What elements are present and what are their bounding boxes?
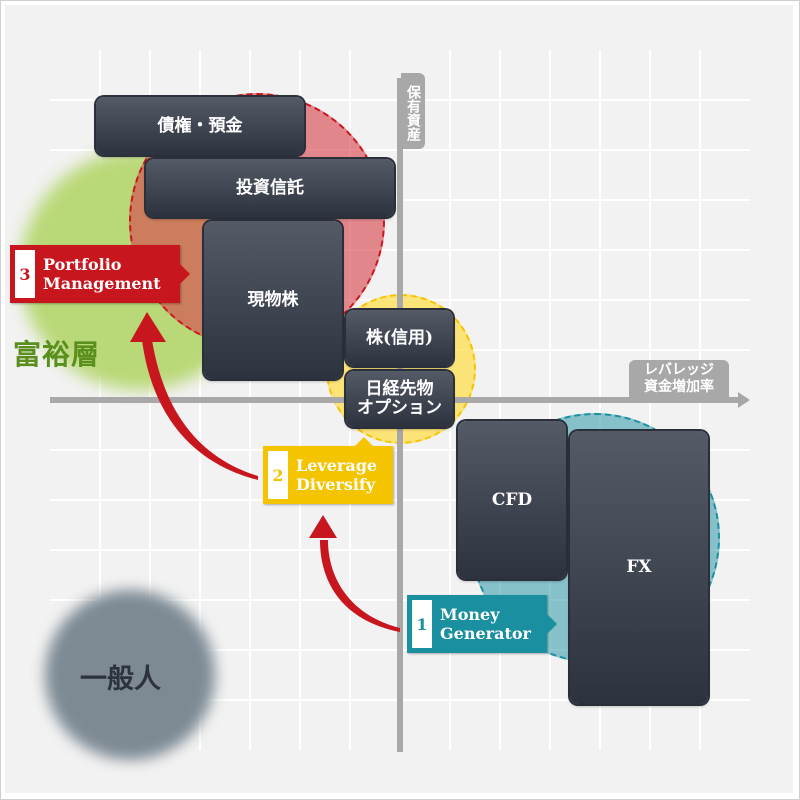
arrow-stage2-to-3-head-icon [130,312,166,342]
wealthy-label: 富裕層 [13,338,101,371]
general-label: 一般人 [80,664,161,695]
product-cfd: CFD [458,421,566,579]
x-axis-arrow-icon [738,392,750,408]
arrow-stage2-to-3-icon [142,340,258,480]
arrow-stage1-to-2-head-icon [309,515,337,538]
stage-3-number: 3 [15,250,35,298]
product-bonds-deposits: 債権・預金 [96,97,304,155]
stage-1-number: 1 [412,600,432,648]
stage-3-pointer-icon [180,264,190,284]
product-investment-trust: 投資信託 [146,159,394,217]
x-axis-label: レバレッジ 資金増加率 [629,360,729,397]
general-circle [45,590,215,760]
y-axis-label: 保有資産 [401,73,425,149]
product-margin-stocks: 株(信用) [346,310,453,366]
stage-2-pointer-icon [355,437,373,446]
product-fx: FX [570,431,708,704]
product-nikkei-futures-options: 日経先物 オプション [346,371,453,427]
stage-1-pointer-icon [547,614,557,634]
product-physical-stocks: 現物株 [204,221,342,379]
stage-2-number: 2 [268,451,288,499]
arrow-stage1-to-2-icon [320,540,400,632]
